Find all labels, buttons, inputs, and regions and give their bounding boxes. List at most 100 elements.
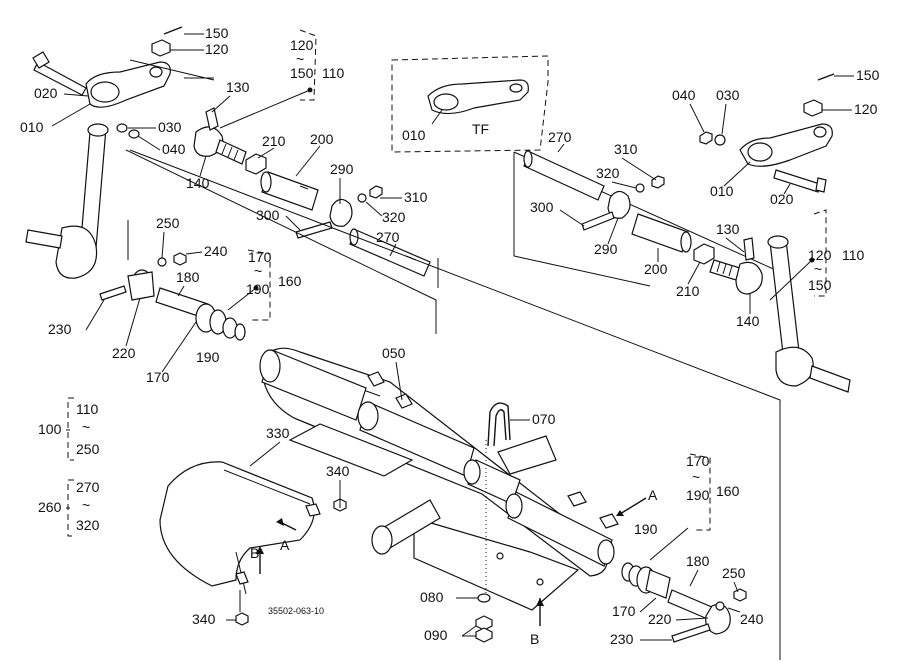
label-010: 010: [20, 119, 44, 135]
label-050: 050: [382, 345, 406, 361]
label-120: 120: [205, 41, 229, 57]
label-340: 340: [192, 611, 216, 627]
label-010: 010: [402, 127, 426, 143]
label-190: 190: [634, 521, 658, 537]
label-130: 130: [716, 221, 740, 237]
label-200: 200: [644, 261, 668, 277]
label-220: 220: [648, 611, 672, 627]
label-010: 010: [710, 183, 734, 199]
label-120: 120: [290, 37, 314, 53]
label-170: 170: [612, 603, 636, 619]
label-070: 070: [532, 411, 556, 427]
label-040: 040: [162, 141, 186, 157]
bolt-020-left: [32, 51, 87, 96]
drawing-code: 35502-063-10: [268, 606, 324, 616]
label-tilde: ~: [296, 51, 304, 67]
label-160: 160: [278, 273, 302, 289]
leader-lines: [51, 33, 854, 641]
label-040: 040: [672, 87, 696, 103]
view-arrows: [256, 497, 647, 626]
bolt-300-left: [295, 221, 333, 239]
label-150: 150: [205, 25, 229, 41]
left-steering-assembly: [25, 26, 439, 334]
label-320: 320: [76, 517, 100, 533]
label-310: 310: [614, 141, 638, 157]
label-020: 020: [770, 191, 794, 207]
label-290: 290: [330, 161, 354, 177]
label-a: A: [280, 537, 290, 553]
nut-310-left: [369, 185, 383, 199]
label-170: 170: [146, 369, 170, 385]
label-tilde: ~: [814, 261, 822, 277]
label-030: 030: [158, 119, 182, 135]
knuckle-arm-010-left: [85, 61, 171, 108]
label-140: 140: [736, 313, 760, 329]
label-030: 030: [716, 87, 740, 103]
tf-inset: [391, 55, 549, 153]
washers-030-040-left: [116, 123, 140, 139]
label-120: 120: [854, 101, 878, 117]
label-tilde: ~: [82, 497, 90, 513]
label-110: 110: [322, 65, 345, 81]
label-b: B: [530, 631, 539, 647]
cylinder-160-right: [621, 453, 747, 643]
label-310: 310: [404, 189, 428, 205]
label-tilde: ~: [254, 263, 262, 279]
label-230: 230: [48, 321, 72, 337]
label-200: 200: [310, 131, 334, 147]
label-190: 190: [196, 349, 220, 365]
label-210: 210: [676, 283, 700, 299]
label-270: 270: [76, 479, 100, 495]
part-labels: 150 120 120 ~ 150 110 020 010 130 030 04…: [20, 25, 880, 647]
label-270: 270: [548, 129, 572, 145]
label-210: 210: [262, 133, 286, 149]
label-tf: TF: [472, 121, 489, 137]
label-140: 140: [186, 175, 210, 191]
label-120: 120: [808, 247, 832, 263]
nut-210-left: [245, 153, 267, 175]
label-150: 150: [856, 67, 880, 83]
label-110: 110: [842, 247, 865, 263]
washer-320-left: [357, 193, 367, 203]
label-250: 250: [156, 215, 180, 231]
label-160: 160: [716, 483, 740, 499]
label-320: 320: [596, 165, 620, 181]
label-100: 100: [38, 421, 62, 437]
label-b: B: [250, 545, 259, 561]
cover-330: [159, 461, 347, 626]
steering-knuckle-left: [25, 123, 109, 279]
cotter-pin-150-left: [163, 26, 183, 35]
label-020: 020: [34, 85, 58, 101]
label-tilde: ~: [692, 469, 700, 485]
label-240: 240: [204, 243, 228, 259]
label-250: 250: [76, 441, 100, 457]
label-250: 250: [722, 565, 746, 581]
washers-080-090: [456, 593, 493, 643]
label-080: 080: [420, 589, 444, 605]
tie-rod-end-140-left: [193, 107, 247, 165]
label-150: 150: [290, 65, 314, 81]
label-300: 300: [530, 199, 554, 215]
label-180: 180: [686, 553, 710, 569]
group-brackets: [67, 397, 74, 537]
label-090: 090: [424, 627, 448, 643]
label-130: 130: [226, 79, 250, 95]
label-170: 170: [248, 249, 272, 265]
front-axle-assembly: [129, 149, 781, 660]
label-290: 290: [594, 241, 618, 257]
label-110: 110: [76, 401, 99, 417]
label-330: 330: [266, 425, 290, 441]
label-340: 340: [326, 463, 350, 479]
label-220: 220: [112, 345, 136, 361]
nut-120-left: [151, 39, 171, 57]
label-190: 190: [246, 281, 270, 297]
label-260: 260: [38, 499, 62, 515]
label-270: 270: [376, 229, 400, 245]
label-tilde: ~: [82, 419, 90, 435]
right-steering-assembly: [513, 73, 851, 393]
label-300: 300: [256, 207, 280, 223]
clamp-290-left: [329, 198, 353, 227]
label-170: 170: [686, 453, 710, 469]
tie-rod-tube-200-left: [260, 171, 319, 211]
